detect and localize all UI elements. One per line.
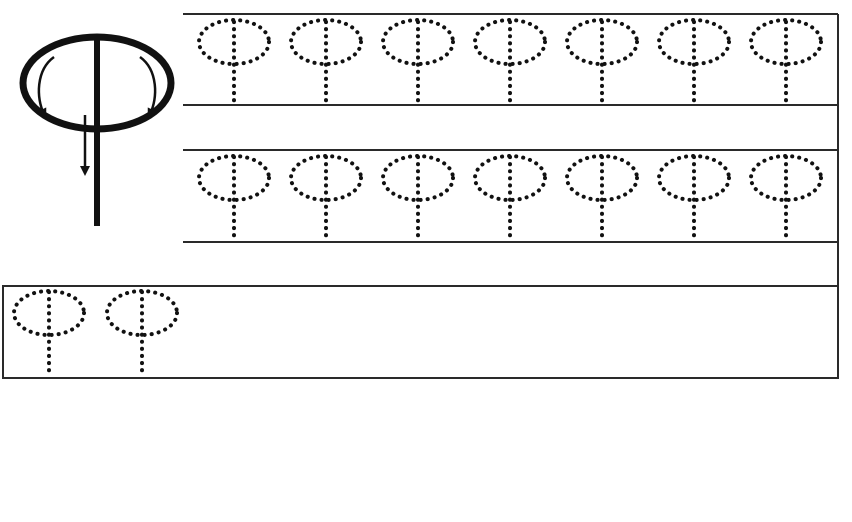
traced-letter-ef [12,289,86,379]
traced-letter-ef [657,154,731,242]
traced-letter-ef [289,154,363,242]
traced-letter-ef [749,154,823,242]
traced-letter-ef [105,289,179,379]
row-3-box [2,285,839,379]
traced-letter-ef [473,154,547,242]
traced-letter-ef [565,154,639,242]
left-oval-arc-arrow [37,55,55,119]
traced-letter-ef [381,18,455,106]
traced-letter-ef [473,18,547,106]
traced-letter-ef [197,18,271,106]
traced-letter-ef [749,18,823,106]
traced-letter-ef [289,18,363,106]
writing-row-2 [183,105,839,285]
writing-row-3 [2,285,839,379]
traced-letter-ef [657,18,731,106]
writing-row-1 [183,13,839,106]
traced-letter-ef [197,154,271,242]
model-letter-ef [19,33,175,226]
right-oval-arc-arrow [139,55,157,119]
traced-letters [12,18,823,379]
traced-letter-ef [565,18,639,106]
traced-letter-ef [381,154,455,242]
